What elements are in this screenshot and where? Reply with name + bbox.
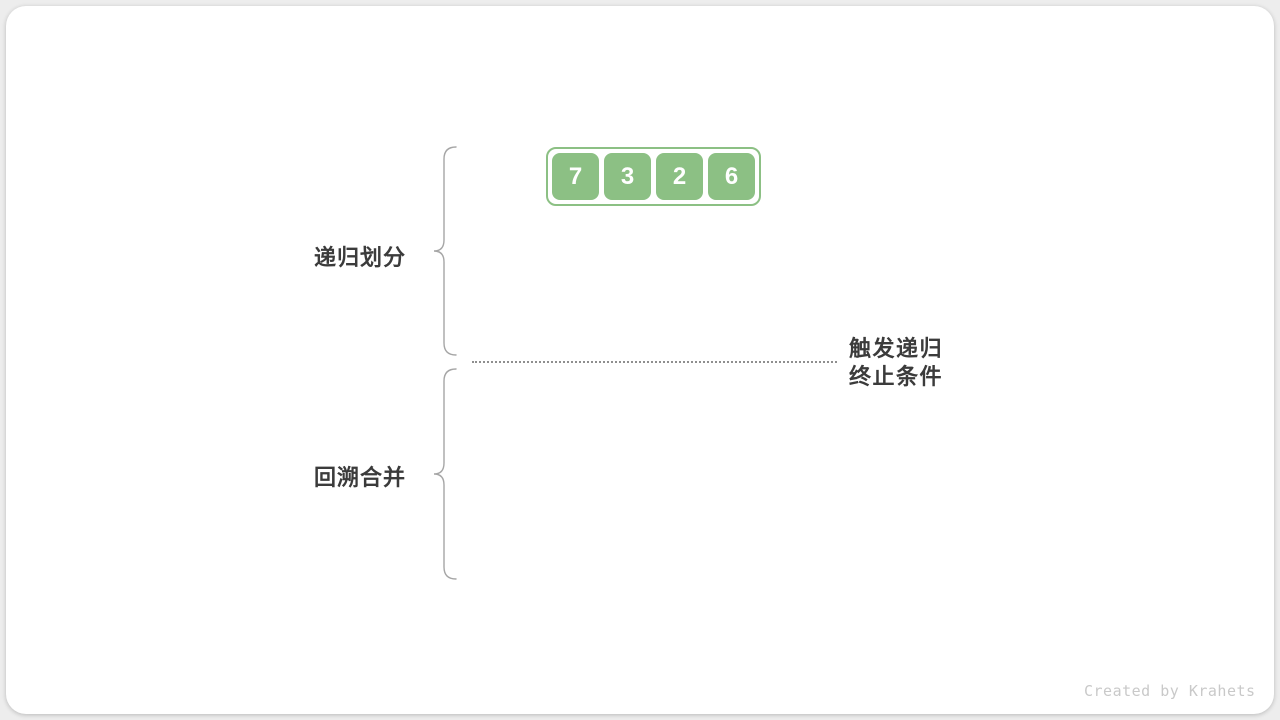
recursion-boundary-dotted-line xyxy=(472,361,837,363)
terminate-condition-line2: 终止条件 xyxy=(849,364,944,389)
merge-phase-label: 回溯合并 xyxy=(313,465,406,490)
array-cell: 2 xyxy=(656,153,703,200)
divide-phase-label: 递归划分 xyxy=(313,245,406,270)
diagram-card: 7 3 2 6 递归划分 回溯合并 触发递归 终止条件 Created by K… xyxy=(6,6,1274,714)
array-cell: 3 xyxy=(604,153,651,200)
footer-credit: Created by Krahets xyxy=(1084,682,1256,700)
terminate-condition-line1: 触发递归 xyxy=(849,336,944,361)
merge-brace-icon xyxy=(433,368,457,580)
divide-brace-icon xyxy=(433,146,457,356)
terminate-condition-label: 触发递归 终止条件 xyxy=(849,335,943,391)
array-cell: 6 xyxy=(708,153,755,200)
array-cell: 7 xyxy=(552,153,599,200)
array-container: 7 3 2 6 xyxy=(546,147,761,206)
